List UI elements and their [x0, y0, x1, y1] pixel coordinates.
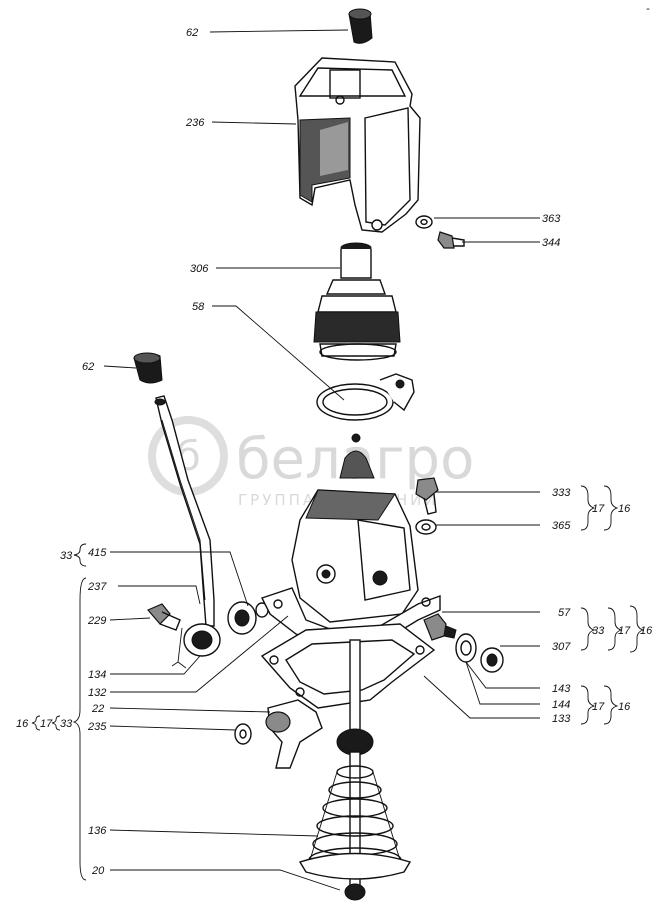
label-237: 237 — [87, 581, 107, 593]
switch-57 — [423, 613, 457, 641]
label-144: 144 — [552, 699, 570, 711]
group-17-left: 17 — [40, 718, 53, 730]
shift-shaft — [336, 639, 374, 901]
group-16-b: 16 — [640, 625, 653, 637]
label-306: 306 — [190, 263, 209, 275]
label-363: 363 — [542, 213, 561, 225]
label-236: 236 — [185, 117, 205, 129]
label-132: 132 — [88, 687, 106, 699]
fork-22 — [265, 699, 323, 769]
washer-143 — [455, 633, 477, 663]
label-134: 134 — [88, 669, 106, 681]
label-365: 365 — [552, 520, 571, 532]
washer-363 — [415, 215, 433, 229]
group-16-left: 16 — [16, 718, 29, 730]
knob-lever — [133, 352, 163, 384]
group-numbers: 17 16 33 17 16 17 16 33 16 17 33 — [16, 503, 653, 730]
label-62-top: 62 — [186, 27, 198, 39]
bushing-415 — [227, 601, 269, 635]
group-33-b: 33 — [592, 625, 605, 637]
label-333: 333 — [552, 487, 571, 499]
group-17-c: 17 — [592, 701, 605, 713]
rubber-boot — [313, 242, 401, 361]
corner-mark: - — [646, 3, 650, 15]
label-58: 58 — [192, 301, 205, 313]
label-20: 20 — [91, 865, 105, 877]
gasket-133 — [260, 623, 436, 709]
leader-lines — [103, 29, 540, 891]
group-braces — [31, 485, 645, 881]
label-344: 344 — [542, 237, 560, 249]
washer-307 — [480, 647, 504, 673]
group-17-b: 17 — [618, 625, 631, 637]
label-229: 229 — [87, 615, 106, 627]
bolt-344 — [437, 231, 465, 249]
bolt-333 — [415, 477, 439, 515]
label-22: 22 — [91, 703, 104, 715]
label-235: 235 — [87, 721, 107, 733]
shift-lever — [154, 395, 221, 657]
label-62-lever: 62 — [82, 361, 94, 373]
label-133: 133 — [552, 713, 571, 725]
group-17-a: 17 — [592, 503, 605, 515]
label-143: 143 — [552, 683, 571, 695]
group-33-left-415: 33 — [60, 550, 73, 562]
group-33-left: 33 — [60, 718, 73, 730]
part-labels: 62 236 363 344 306 58 62 333 365 415 237… — [82, 27, 571, 877]
knob-top — [348, 8, 373, 44]
washer-365 — [415, 519, 437, 535]
label-136: 136 — [88, 825, 107, 837]
label-415: 415 — [88, 547, 107, 559]
washer-235 — [234, 723, 252, 745]
label-307: 307 — [552, 641, 571, 653]
boot-20 — [298, 852, 412, 880]
group-16-c: 16 — [618, 701, 631, 713]
label-57: 57 — [558, 607, 571, 619]
group-16-a: 16 — [618, 503, 631, 515]
cover-housing — [294, 57, 421, 233]
screw-229 — [147, 603, 181, 631]
